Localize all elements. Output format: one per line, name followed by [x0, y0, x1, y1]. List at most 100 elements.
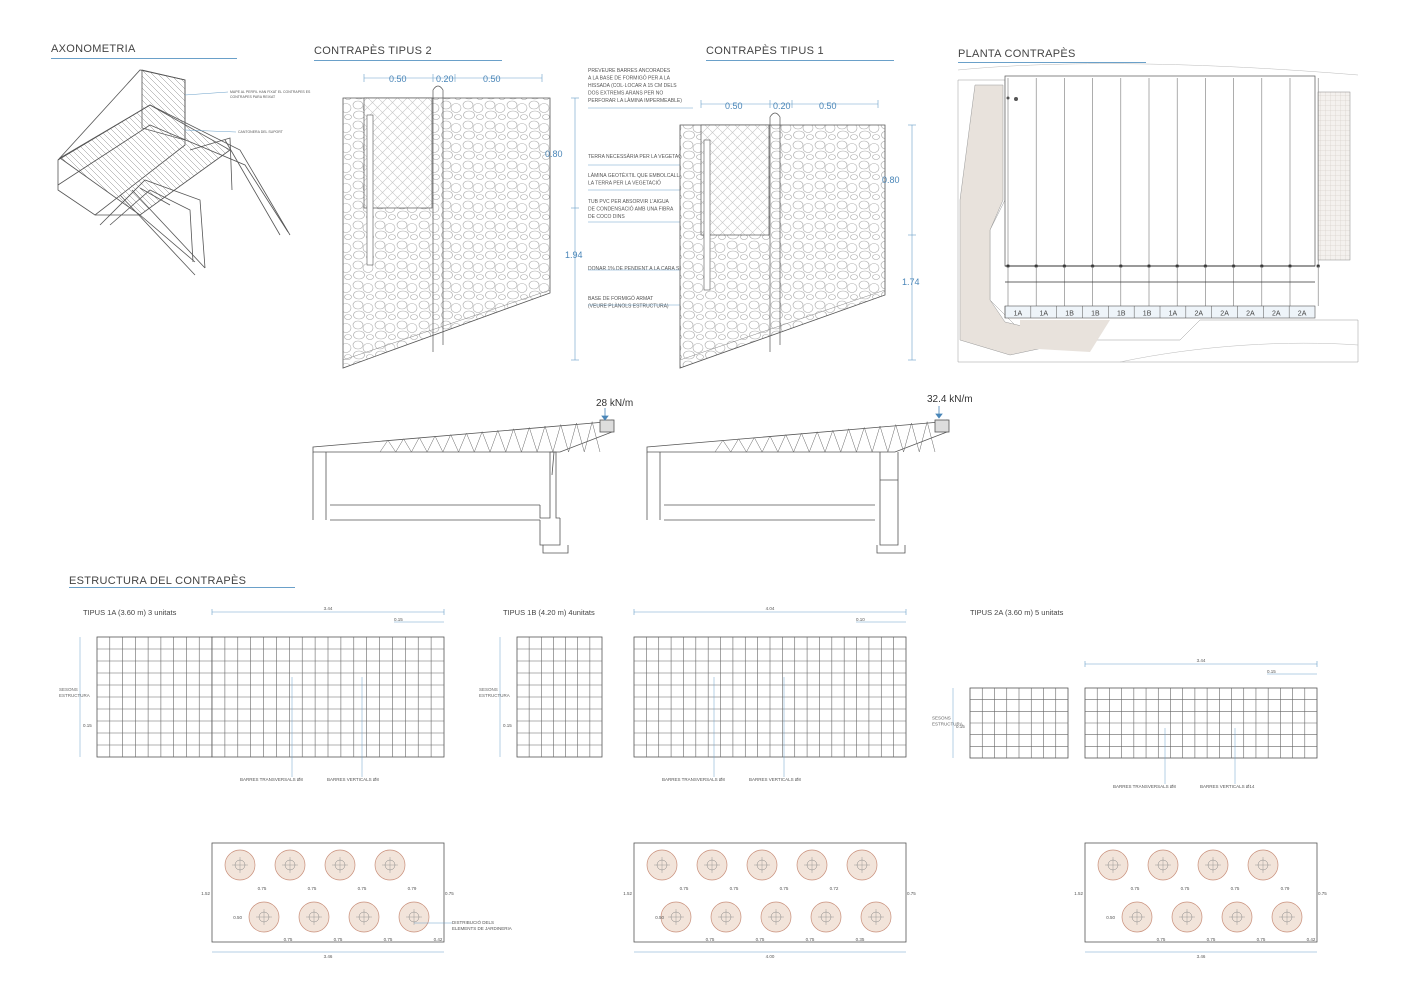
title-contrapes-tipus-2: CONTRAPÈS TIPUS 2: [314, 45, 432, 57]
plan-cell-label: 2A: [1272, 311, 1281, 318]
truss-member: [793, 433, 802, 453]
truss-member: [544, 425, 554, 453]
section-label: ESTRUCTURA: [479, 693, 510, 698]
note-text: DONAR 1% DE PENDENT A LA CARA SUPERIOR D…: [588, 265, 738, 272]
axon-note-lines: [184, 91, 237, 133]
truss-member: [536, 425, 546, 453]
plan-cell-label: 1A: [1014, 311, 1023, 318]
planter-spacing: 0.75: [1157, 937, 1166, 942]
title-underline: [958, 62, 1146, 63]
dim-edge: 0.15: [1267, 669, 1276, 674]
truss-member: [513, 428, 522, 453]
c1-dimensions: [700, 100, 916, 361]
truss-member: [816, 431, 826, 453]
truss-member: [824, 430, 834, 453]
planter-height: 0.50: [655, 915, 664, 920]
bars-transversal-label: BARRES TRANSVERSALS Ø8: [662, 777, 725, 782]
type-title: TIPUS 1B (4.20 m) 4unitats: [503, 608, 595, 617]
planter-spacing: 0.79: [408, 886, 417, 891]
truss-member: [481, 431, 491, 453]
planter-spacing: 0.75: [1231, 886, 1240, 891]
truss-member: [746, 437, 755, 453]
truss-member: [801, 433, 810, 453]
truss-member: [919, 421, 928, 453]
c2-dim-h1: 0.80: [545, 149, 563, 159]
planter-total-width: 4.00: [766, 954, 775, 959]
section-label: SESONS: [932, 716, 951, 721]
axon-note: CANTONERA DEL SUPORT: [238, 130, 284, 134]
truss-member: [754, 437, 763, 453]
planter-side: 0.75: [445, 891, 454, 896]
truss-member: [576, 423, 585, 453]
truss-member: [434, 435, 444, 453]
bars-vertical-label: BARRES VERTICALS Ø14: [1200, 784, 1255, 789]
dim-edge: 0.10: [856, 617, 865, 622]
truss-member: [505, 428, 514, 453]
planter-spacing: 0.75: [756, 937, 765, 942]
c2-dimensions: [363, 74, 579, 361]
planter-spacing: 0.75: [1257, 937, 1266, 942]
note-text: BASE DE FORMIGÓ ARMAT: [588, 295, 653, 302]
planter-spacing: 0.75: [1181, 886, 1190, 891]
planter-spacing: 0.75: [780, 886, 789, 891]
planter-height: 0.50: [233, 915, 242, 920]
planter-height: 1.52: [623, 891, 632, 896]
c1-dim-a: 0.50: [725, 101, 743, 111]
truss-member: [871, 425, 881, 453]
note-text: PREVEURE BARRES ANCORADES: [588, 68, 671, 74]
bars-transversal-label: BARRES TRANSVERSALS Ø8: [240, 777, 303, 782]
planter-spacing: 0.75: [284, 937, 293, 942]
planter-spacing: 0.75: [730, 886, 739, 891]
c2-dim-h2: 1.94: [565, 250, 583, 260]
truss-member: [419, 437, 428, 453]
c2-dim-c: 0.50: [483, 74, 501, 84]
type-title: TIPUS 1A (3.60 m) 3 unitats: [83, 608, 177, 617]
planter-note: ELEMENTS DE JARDINERIA: [452, 926, 512, 931]
note-text: PERFORAR LA LÀMINA IMPERMEABLE): [588, 97, 682, 104]
load-left: 28 kN/m: [596, 398, 633, 409]
plan-cell-label: 1A: [1169, 311, 1178, 318]
planter-spacing: 0.75: [1131, 886, 1140, 891]
truss-member: [911, 423, 920, 453]
plan-cell-label: 2A: [1194, 311, 1203, 318]
type-title: TIPUS 2A (3.60 m) 5 unitats: [970, 608, 1064, 617]
planter-spacing: 0.79: [1281, 886, 1290, 891]
planter-note: DISTRIBUCIÓ DELS: [452, 919, 494, 925]
truss-member: [379, 440, 389, 453]
plan-cell-label: 2A: [1220, 311, 1229, 318]
truss-member: [442, 434, 451, 453]
plan-cell-label: 1B: [1117, 311, 1126, 318]
bars-vertical-label: BARRES VERTICALS Ø8: [327, 777, 379, 782]
truss-member: [403, 438, 412, 453]
title-estructura: ESTRUCTURA DEL CONTRAPÈS: [69, 575, 247, 587]
bars-transversal-label: BARRES TRANSVERSALS Ø8: [1113, 784, 1176, 789]
section-label: ESTRUCTURA: [59, 693, 90, 698]
dim-spacing: 0.15: [503, 723, 512, 728]
truss-member: [560, 424, 569, 453]
title-underline: [51, 58, 237, 59]
planter-spacing: 0.72: [830, 886, 839, 891]
plan-cell-label: 2A: [1298, 311, 1307, 318]
note-text: LÀMINA GEOTÈXTIL QUE EMBOLCALLA: [588, 172, 683, 179]
planter-spacing: 0.75: [1207, 937, 1216, 942]
plan-cell-label: 1B: [1065, 311, 1074, 318]
truss-member: [777, 434, 786, 453]
c1-dim-h1: 0.80: [882, 175, 900, 185]
truss-member: [926, 421, 936, 453]
title-underline: [706, 60, 894, 61]
truss-member: [832, 430, 841, 453]
truss-member: [591, 421, 601, 453]
section-label: SESONS: [59, 687, 78, 692]
truss-member: [769, 435, 779, 453]
note-text: DE CONDENSACIÓ AMB UNA FIBRA: [588, 206, 674, 213]
bars-vertical-label: BARRES VERTICALS Ø8: [749, 777, 801, 782]
dim-width: 3.44: [1197, 658, 1206, 663]
truss-member: [395, 438, 404, 453]
truss-member: [552, 424, 561, 453]
note-text: TERRA NECESSÀRIA PER LA VEGETACIÓ: [588, 153, 687, 160]
c1-dim-c: 0.50: [819, 101, 837, 111]
plan-cell-label: 1B: [1091, 311, 1100, 318]
truss-member: [761, 435, 771, 453]
